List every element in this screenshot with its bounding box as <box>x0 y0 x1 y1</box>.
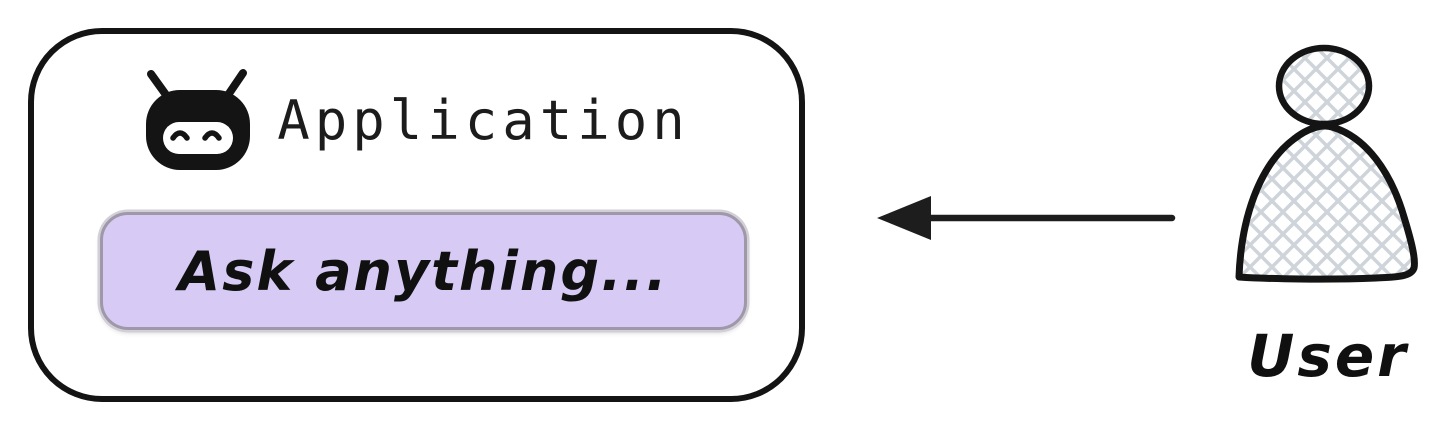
person-icon <box>1235 44 1418 283</box>
ask-anything-input[interactable]: Ask anything... <box>100 212 747 330</box>
robot-icon <box>146 69 251 170</box>
application-box: Application Ask anything... <box>28 28 805 402</box>
ask-anything-placeholder: Ask anything... <box>178 239 669 303</box>
user-to-application-arrow <box>877 196 1176 240</box>
user-label: User <box>1247 322 1409 390</box>
person-head <box>1275 44 1373 128</box>
person-body <box>1235 122 1418 283</box>
application-title: Application <box>277 88 690 152</box>
application-header: Application <box>34 68 799 172</box>
